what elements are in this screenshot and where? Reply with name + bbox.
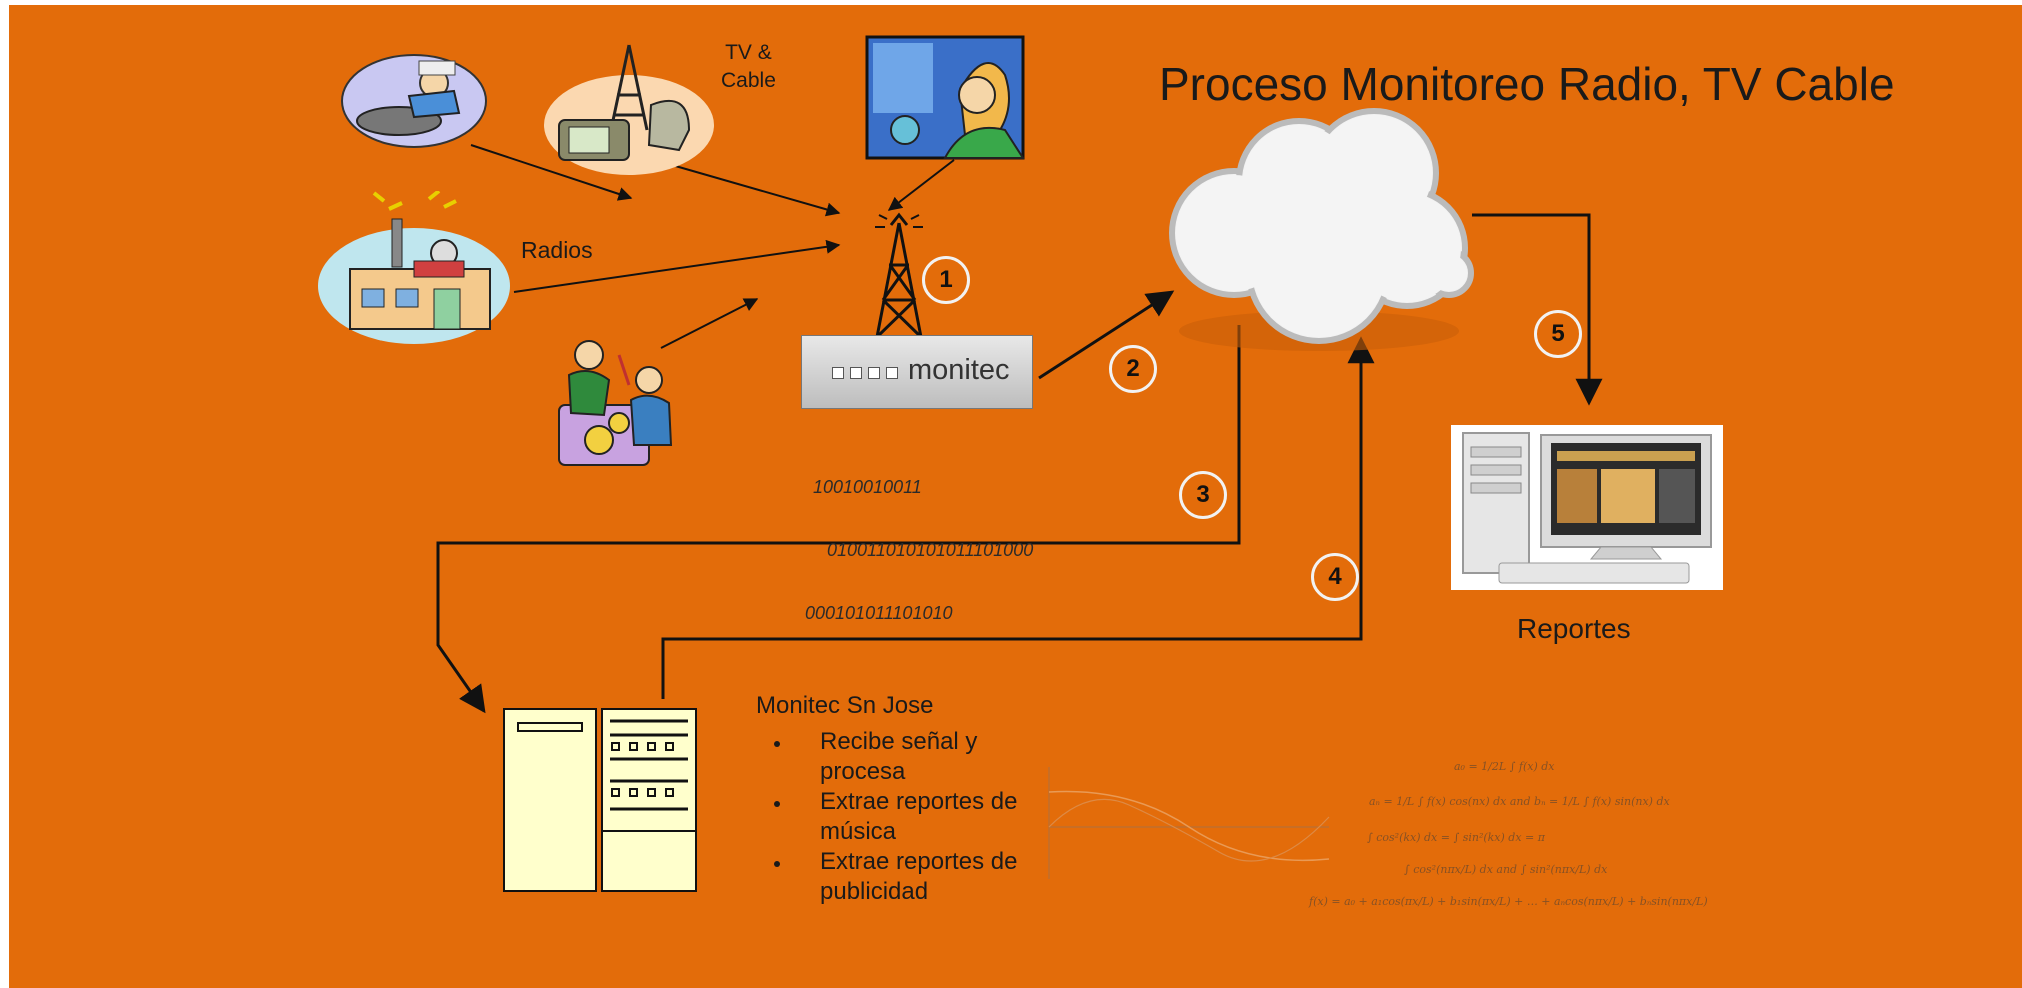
arrow-studio-to-antenna: [887, 159, 955, 211]
waveform-decoration: [1048, 767, 1330, 879]
server-description: Monitec Sn Jose Recibe señal y procesa E…: [756, 691, 1022, 907]
server-bullet-item: Extrae reportes de publicidad: [792, 847, 1022, 907]
step-circle-1: 1: [922, 256, 970, 304]
binary-stream: 10010010011 010011010101011101000 000101…: [805, 435, 1033, 666]
arrow-radio-to-antenna: [513, 239, 841, 293]
studio-announcer-clipart-icon: [865, 35, 1025, 160]
tv-cable-tower-clipart-icon: [544, 44, 714, 175]
arrow-cloud-to-reports: [1472, 213, 1603, 406]
formula-decoration: f(x) = a₀ + a₁cos(πx/L) + b₁sin(πx/L) + …: [1309, 895, 1708, 908]
arrow-server-to-cloud: [661, 336, 1375, 699]
device-indicator-lights: [832, 366, 904, 384]
arrow-cloud-to-server: [436, 325, 1241, 714]
formula-decoration: ∫ cos²(nπx/L) dx and ∫ sin²(nπx/L) dx: [1404, 863, 1608, 876]
connector-arrows: [436, 144, 1603, 714]
formula-decoration: ∫ cos²(kx) dx = ∫ sin²(kx) dx = π: [1367, 831, 1545, 844]
desktop-computer-icon: [1451, 425, 1723, 590]
arrow-dj-to-antenna: [470, 144, 633, 201]
step-circle-4: 4: [1311, 553, 1359, 601]
radios-label: Radios: [521, 237, 593, 263]
formula-decoration: aₙ = 1/L ∫ f(x) cos(nx) dx and bₙ = 1/L …: [1369, 795, 1670, 808]
binary-line-2: 010011010101011101000: [827, 540, 1034, 560]
tv-cable-label-line1: TV &: [725, 41, 772, 64]
tv-cable-label: TV & Cable: [721, 39, 776, 95]
device-name: monitec: [908, 354, 1010, 386]
step-circle-3: 3: [1179, 471, 1227, 519]
server-bullet-list: Recibe señal y procesa Extrae reportes d…: [756, 727, 1022, 907]
arrow-musicians-to-antenna: [660, 298, 759, 349]
arrow-device-to-cloud: [1038, 290, 1175, 380]
monitec-device: monitec: [801, 335, 1033, 409]
diagram-title: Proceso Monitoreo Radio, TV Cable: [1159, 58, 1895, 110]
diagram-slide: Proceso Monitoreo Radio, TV Cable: [9, 5, 2022, 988]
server-cabinet-icon: [503, 708, 697, 892]
dj-clipart-icon: [341, 54, 487, 148]
musicians-clipart-icon: [558, 340, 673, 466]
step-circle-5: 5: [1534, 310, 1582, 358]
binary-line-3: 000101011101010: [805, 603, 953, 623]
radio-station-clipart-icon: [318, 191, 510, 344]
server-bullet-item: Extrae reportes de música: [792, 787, 1022, 847]
cloud-icon: [1169, 108, 1474, 351]
antenna-tower-icon: [875, 212, 923, 339]
binary-line-1: 10010010011: [813, 477, 922, 497]
arrow-tv-to-antenna: [664, 162, 841, 217]
tv-cable-label-line2: Cable: [721, 69, 776, 92]
formula-decoration: a₀ = 1/2L ∫ f(x) dx: [1454, 760, 1555, 773]
server-heading: Monitec Sn Jose: [756, 692, 934, 719]
step-circle-2: 2: [1109, 345, 1157, 393]
reportes-label: Reportes: [1517, 613, 1631, 644]
server-bullet-item: Recibe señal y procesa: [792, 727, 1022, 787]
